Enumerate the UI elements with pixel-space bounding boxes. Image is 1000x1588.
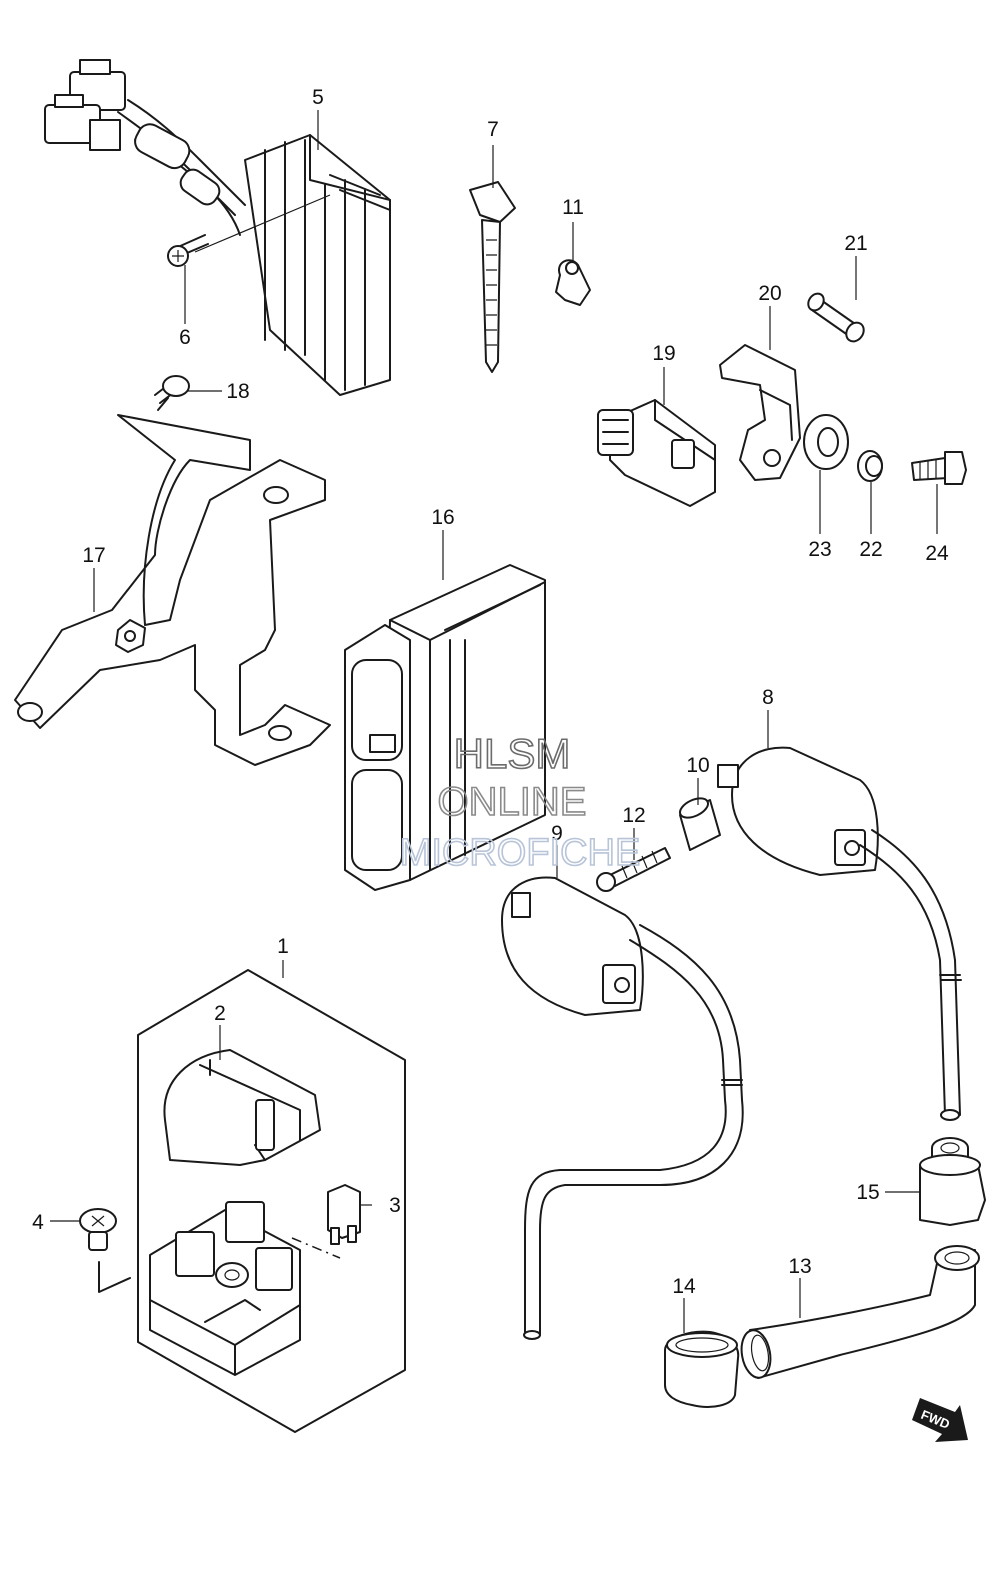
part-4-bolt[interactable]: [79, 1208, 131, 1293]
callout-14: 14: [672, 1275, 696, 1298]
part-18-screw[interactable]: [154, 375, 190, 411]
callout-24: 24: [925, 542, 949, 565]
callout-10: 10: [686, 754, 709, 777]
callout-2: 2: [214, 1002, 226, 1025]
fuse-leader-line: [291, 1237, 341, 1259]
callout-20: 20: [758, 282, 781, 305]
callout-16: 16: [431, 506, 454, 529]
part-20-bracket[interactable]: [719, 344, 801, 481]
watermark-line-1: HLSM: [454, 730, 571, 777]
part-12-bolt[interactable]: [596, 847, 671, 892]
part-22-collar[interactable]: [857, 450, 883, 482]
callout-21: 21: [844, 232, 867, 255]
part-13-plug-cap[interactable]: [738, 1245, 980, 1380]
part-7-cable-tie[interactable]: [469, 181, 516, 373]
callout-22: 22: [859, 538, 882, 561]
part-10-sleeve[interactable]: [677, 794, 721, 851]
part-11-clamp[interactable]: [555, 259, 591, 306]
part-16-ecm[interactable]: [344, 564, 546, 891]
callout-9: 9: [551, 822, 563, 845]
callout-4: 4: [32, 1211, 44, 1234]
callout-3: 3: [389, 1194, 401, 1217]
callout-15: 15: [856, 1181, 879, 1204]
watermark-line-2: ONLINE: [438, 780, 587, 824]
callout-7: 7: [487, 118, 499, 141]
callout-5: 5: [312, 86, 324, 109]
callout-17: 17: [82, 544, 105, 567]
part-24-bolt[interactable]: [911, 451, 967, 485]
callout-18: 18: [226, 380, 249, 403]
part-21-sleeve[interactable]: [805, 291, 867, 345]
callout-6: 6: [179, 326, 191, 349]
callout-23: 23: [808, 538, 831, 561]
part-5-regulator[interactable]: [44, 59, 391, 396]
part-17-bracket[interactable]: [14, 414, 331, 766]
callout-13: 13: [788, 1255, 811, 1278]
callout-11: 11: [562, 196, 584, 219]
relay-block[interactable]: [149, 1201, 301, 1376]
part-9-ignition-coil[interactable]: [501, 876, 744, 1340]
fwd-arrow-icon: FWD: [912, 1398, 968, 1442]
callout-19: 19: [652, 342, 675, 365]
part-3-fuse[interactable]: [327, 1184, 361, 1245]
part-19-relay[interactable]: [597, 399, 716, 507]
callout-labels: 1 2 3 4 5 6 7 8 9 10 11 12 13 14 15 16 1…: [32, 86, 949, 1298]
callout-12: 12: [622, 804, 645, 827]
part-6-screw[interactable]: [167, 194, 331, 267]
part-14-ring[interactable]: [664, 1330, 740, 1408]
part-2-cover[interactable]: [163, 1049, 321, 1166]
assembly-box-1: [137, 969, 406, 1433]
callout-8: 8: [762, 686, 774, 709]
leader-lines: [50, 110, 938, 1333]
part-15-cap[interactable]: [919, 1137, 986, 1226]
watermark: HLSM ONLINE MICROFICHE: [399, 729, 641, 875]
part-8-ignition-coil[interactable]: [717, 746, 962, 1121]
part-23-grommet[interactable]: [803, 414, 849, 470]
callout-1: 1: [277, 935, 289, 958]
watermark-line-3: MICROFICHE: [400, 832, 641, 874]
